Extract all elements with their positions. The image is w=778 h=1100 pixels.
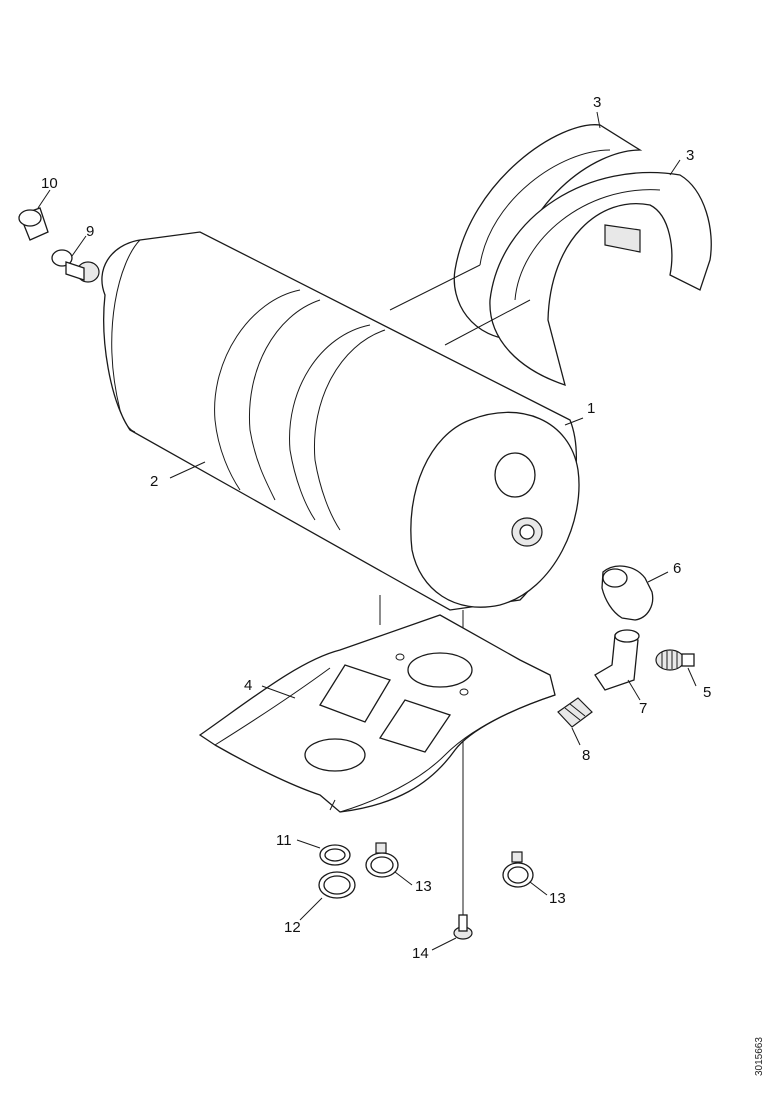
callout-4: 4 <box>244 677 252 694</box>
callout-12: 12 <box>284 919 301 936</box>
bracket-cutout-left <box>319 664 391 723</box>
hose-clamp-13-left <box>365 842 399 878</box>
hose-clamp-11 <box>319 844 351 866</box>
callout-6: 6 <box>673 560 681 577</box>
hose-clamp-13-right <box>502 851 534 888</box>
callout-10: 10 <box>41 175 58 192</box>
callout-9: 9 <box>86 223 94 240</box>
bracket-hole-upper <box>407 652 473 688</box>
tee-fitting <box>594 629 640 691</box>
hose-clamp-12 <box>318 871 356 899</box>
callout-leaders <box>37 111 697 951</box>
filler-opening <box>494 452 536 498</box>
callout-1: 1 <box>587 400 595 417</box>
callout-2: 2 <box>150 473 158 490</box>
fuel-tank-end-cap <box>410 411 580 608</box>
elbow-fitting <box>601 565 654 621</box>
saddle-strap-front <box>489 171 712 386</box>
filler-cap <box>18 207 49 241</box>
mounting-bracket <box>198 614 556 813</box>
bracket-hole-lower <box>304 738 366 772</box>
callout-labels: 1 2 3 3 4 5 6 7 8 9 10 11 12 13 13 14 <box>41 94 711 962</box>
callout-3-lower: 3 <box>686 147 694 164</box>
threaded-connector <box>655 649 695 671</box>
callout-13-right: 13 <box>549 890 566 907</box>
mounting-bolt <box>453 914 473 940</box>
callout-14: 14 <box>412 945 429 962</box>
plug-fitting <box>51 249 100 283</box>
document-id: 3015663 <box>752 1018 772 1078</box>
bracket-cutout-right <box>378 699 452 753</box>
callout-7: 7 <box>639 700 647 717</box>
callout-8: 8 <box>582 747 590 764</box>
callout-3-upper: 3 <box>593 94 601 111</box>
small-connector <box>557 697 593 728</box>
callout-5: 5 <box>703 684 711 701</box>
document-id-text: 3015663 <box>754 1037 765 1076</box>
callout-13-left: 13 <box>415 878 432 895</box>
callout-11: 11 <box>276 832 292 849</box>
